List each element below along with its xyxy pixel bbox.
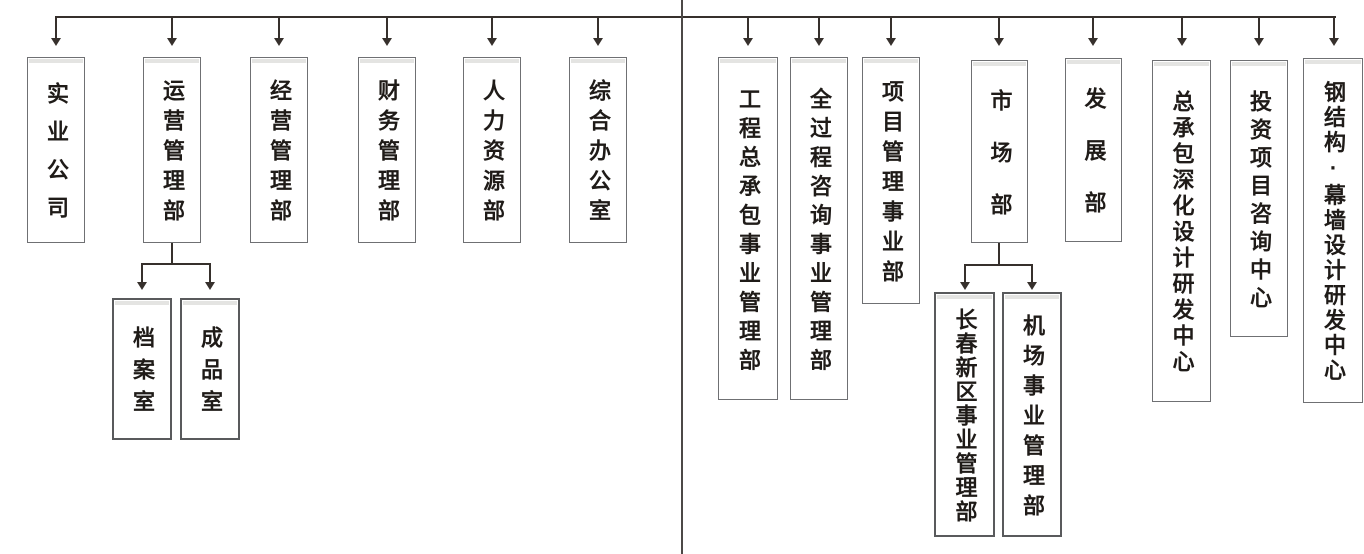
org-box-airport-division: 机场事业管理部 bbox=[1002, 292, 1062, 537]
connector-stem bbox=[1181, 16, 1183, 38]
org-box-label: 发展部 bbox=[1081, 87, 1107, 243]
connector-stem bbox=[998, 243, 1000, 265]
org-box-label: 财务管理部 bbox=[375, 79, 400, 229]
org-box-epc-design-rd-center: 总承包深化设计研发中心 bbox=[1152, 60, 1211, 402]
connector-arrow-icon bbox=[1329, 38, 1339, 46]
org-box-general-office: 综合办公室 bbox=[569, 57, 627, 243]
box-top-strip bbox=[29, 59, 83, 63]
org-box-marketing-department: 市场部 bbox=[971, 60, 1028, 245]
org-box-business-management: 经营管理部 bbox=[250, 57, 308, 243]
connector-stem bbox=[597, 16, 599, 38]
org-box-project-management-division: 项目管理事业部 bbox=[862, 57, 920, 304]
connector-branch-line bbox=[964, 264, 1033, 266]
connector-stem bbox=[998, 16, 1000, 38]
connector-stem bbox=[747, 16, 749, 38]
connector-stem bbox=[171, 243, 173, 264]
box-top-strip bbox=[1232, 62, 1286, 66]
org-box-label: 机场事业管理部 bbox=[1020, 313, 1045, 524]
org-box-label: 运营管理部 bbox=[160, 79, 185, 229]
box-top-strip bbox=[115, 301, 169, 305]
connector-stem bbox=[141, 263, 143, 282]
trunk-line bbox=[56, 16, 1336, 18]
connector-stem bbox=[491, 16, 493, 38]
org-box-finished-product-room: 成品室 bbox=[180, 298, 240, 440]
connector-arrow-icon bbox=[1254, 38, 1264, 46]
box-top-strip bbox=[145, 59, 199, 63]
box-top-strip bbox=[360, 59, 414, 63]
org-box-epc-business-management: 工程总承包事业管理部 bbox=[718, 57, 778, 400]
connector-arrow-icon bbox=[51, 38, 61, 46]
connector-arrow-icon bbox=[1088, 38, 1098, 46]
org-box-label: 市场部 bbox=[987, 88, 1013, 245]
org-box-label: 全过程咨询事业管理部 bbox=[807, 87, 832, 377]
box-top-strip bbox=[1154, 62, 1209, 66]
connector-stem bbox=[818, 16, 820, 38]
connector-arrow-icon bbox=[886, 38, 896, 46]
connector-stem bbox=[1258, 16, 1260, 38]
org-box-label: 经营管理部 bbox=[267, 79, 292, 229]
org-box-development-department: 发展部 bbox=[1065, 58, 1122, 243]
connector-arrow-icon bbox=[743, 38, 753, 46]
box-top-strip bbox=[864, 59, 918, 63]
org-box-label: 项目管理事业部 bbox=[879, 79, 904, 290]
connector-stem bbox=[209, 263, 211, 282]
org-box-changchun-new-area-division: 长春新区事业管理部 bbox=[934, 292, 995, 537]
org-box-human-resources: 人力资源部 bbox=[463, 57, 521, 243]
connector-stem bbox=[1333, 16, 1335, 38]
connector-arrow-icon bbox=[205, 282, 215, 290]
org-box-label: 档案室 bbox=[130, 326, 155, 422]
connector-arrow-icon bbox=[994, 38, 1004, 46]
org-box-investment-consulting-center: 投资项目咨询中心 bbox=[1230, 60, 1288, 337]
org-box-label: 总承包深化设计研发中心 bbox=[1169, 90, 1195, 376]
box-top-strip bbox=[792, 59, 846, 63]
connector-stem bbox=[278, 16, 280, 38]
org-box-steel-curtainwall-rd-center: 钢结构·幕墙设计研发中心 bbox=[1303, 58, 1363, 403]
connector-arrow-icon bbox=[167, 38, 177, 46]
connector-arrow-icon bbox=[274, 38, 284, 46]
org-box-finance-management: 财务管理部 bbox=[358, 57, 416, 243]
connector-arrow-icon bbox=[814, 38, 824, 46]
box-top-strip bbox=[465, 59, 519, 63]
org-box-label: 钢结构·幕墙设计研发中心 bbox=[1321, 80, 1346, 384]
org-box-operations-management: 运营管理部 bbox=[143, 57, 201, 243]
org-box-label: 成品室 bbox=[198, 326, 223, 422]
section-divider-line bbox=[681, 0, 683, 554]
connector-stem bbox=[1092, 16, 1094, 38]
box-top-strip bbox=[1067, 60, 1120, 64]
org-box-label: 投资项目咨询中心 bbox=[1247, 89, 1272, 314]
box-top-strip bbox=[252, 59, 306, 63]
org-box-label: 综合办公室 bbox=[586, 79, 611, 229]
box-top-strip bbox=[1305, 60, 1361, 64]
connector-arrow-icon bbox=[1177, 38, 1187, 46]
connector-branch-line bbox=[141, 263, 211, 265]
org-box-archive-room: 档案室 bbox=[112, 298, 172, 440]
connector-arrow-icon bbox=[487, 38, 497, 46]
connector-arrow-icon bbox=[960, 282, 970, 290]
connector-stem bbox=[55, 16, 57, 38]
org-box-label: 人力资源部 bbox=[480, 79, 505, 229]
connector-stem bbox=[890, 16, 892, 38]
org-box-label: 实业公司 bbox=[44, 82, 69, 234]
connector-arrow-icon bbox=[593, 38, 603, 46]
box-top-strip bbox=[720, 59, 776, 63]
box-top-strip bbox=[183, 301, 237, 305]
box-top-strip bbox=[1005, 295, 1059, 299]
connector-stem bbox=[171, 16, 173, 38]
org-box-whole-process-consulting: 全过程咨询事业管理部 bbox=[790, 57, 848, 400]
box-top-strip bbox=[571, 59, 625, 63]
box-top-strip bbox=[973, 62, 1026, 66]
org-box-industrial-company: 实业公司 bbox=[27, 57, 85, 243]
connector-arrow-icon bbox=[1027, 282, 1037, 290]
connector-stem bbox=[964, 264, 966, 282]
connector-arrow-icon bbox=[382, 38, 392, 46]
org-box-label: 工程总承包事业管理部 bbox=[736, 87, 761, 377]
connector-stem bbox=[1031, 264, 1033, 282]
box-top-strip bbox=[937, 295, 992, 299]
connector-stem bbox=[386, 16, 388, 38]
connector-arrow-icon bbox=[137, 282, 147, 290]
org-box-label: 长春新区事业管理部 bbox=[952, 307, 978, 524]
